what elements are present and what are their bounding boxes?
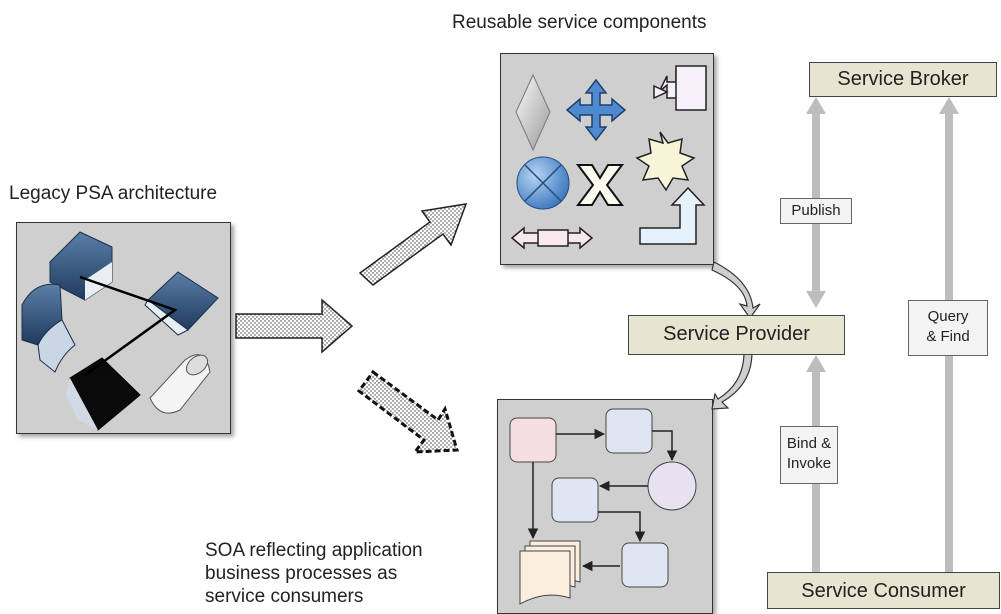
diamond-silver-shape	[515, 73, 551, 152]
flow-start-box	[509, 417, 557, 463]
four-way-arrow-shape	[565, 78, 627, 142]
soa-caption: SOA reflecting application business proc…	[205, 539, 423, 608]
bent-arrow-shape	[639, 186, 706, 245]
publish-label: Publish	[780, 198, 852, 224]
arrow-to-reusable-components	[358, 203, 468, 286]
flow-circle	[647, 461, 697, 511]
x-shape	[576, 164, 624, 206]
service-provider-box: Service Provider	[628, 315, 845, 355]
curve-panel-to-provider	[711, 261, 761, 320]
flow-box-3	[551, 477, 599, 523]
service-consumer-box: Service Consumer	[767, 572, 1000, 609]
bind-invoke-label: Bind & Invoke	[780, 426, 838, 484]
legacy-connector-lines	[79, 275, 178, 377]
arrow-dashed-to-soa	[356, 369, 459, 454]
curve-provider-to-panel	[711, 351, 753, 410]
soa-caption-line3: service consumers	[205, 586, 364, 607]
legacy-shapes	[21, 231, 219, 431]
service-broker-box: Service Broker	[809, 62, 997, 97]
reusable-components-label: Reusable service components	[452, 12, 707, 33]
flow-box-4	[621, 542, 669, 588]
query-find-label: Query & Find	[908, 300, 988, 356]
arrow-to-soa-processes	[235, 298, 354, 354]
crossed-ball-shape	[516, 156, 570, 210]
soa-caption-line1: SOA reflecting application	[205, 540, 423, 561]
flow-box-2	[605, 408, 653, 454]
reusable-shapes	[510, 65, 707, 250]
query-find-line2: & Find	[926, 328, 970, 345]
soa-flowchart	[509, 408, 697, 605]
bind-invoke-line1: Bind &	[786, 435, 832, 452]
flow-document-stack	[519, 540, 581, 605]
query-find-line1: Query	[927, 308, 969, 325]
legacy-architecture-label: Legacy PSA architecture	[9, 183, 218, 204]
legacy-cylinder-shape	[149, 354, 211, 414]
soa-caption-line2: business processes as	[205, 563, 398, 584]
legacy-diamond-shape	[69, 357, 141, 431]
star-shape	[635, 131, 696, 192]
bind-invoke-line2: Invoke	[786, 455, 832, 472]
